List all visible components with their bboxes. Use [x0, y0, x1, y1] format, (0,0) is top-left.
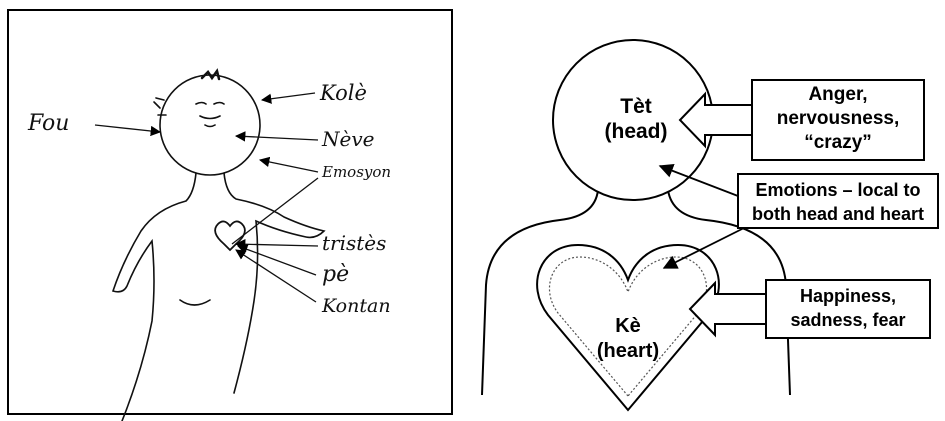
schematic-panel: Tèt (head) Kè (heart) Anger, nervousness…: [482, 40, 938, 410]
head-emotions-line3: “crazy”: [804, 132, 872, 153]
head-label-english: (head): [605, 120, 668, 143]
label-neve: Nève: [321, 127, 374, 151]
head-label-local: Tèt: [620, 95, 652, 118]
heart-label-local: Kè: [615, 315, 641, 337]
heart-emotions-line1: Happiness,: [800, 286, 896, 306]
label-kontan: Kontan: [321, 295, 391, 317]
sketch-panel: Fou Kolè Nève Emosyon tristès pè Kontan: [8, 10, 452, 421]
both-emotions-line2: both head and heart: [752, 204, 924, 224]
label-kole: Kolè: [319, 81, 367, 105]
label-fou: Fou: [27, 111, 69, 136]
head-emotions-line2: nervousness,: [777, 108, 900, 129]
head-emotions-line1: Anger,: [808, 84, 867, 105]
sketch-frame: [8, 10, 452, 414]
label-pe: pè: [322, 262, 349, 287]
label-triste: tristès: [322, 231, 386, 255]
both-emotions-line1: Emotions – local to: [755, 180, 920, 200]
heart-emotions-line2: sadness, fear: [790, 310, 905, 330]
label-emosyon: Emosyon: [321, 163, 391, 181]
heart-label-english: (heart): [597, 340, 659, 362]
